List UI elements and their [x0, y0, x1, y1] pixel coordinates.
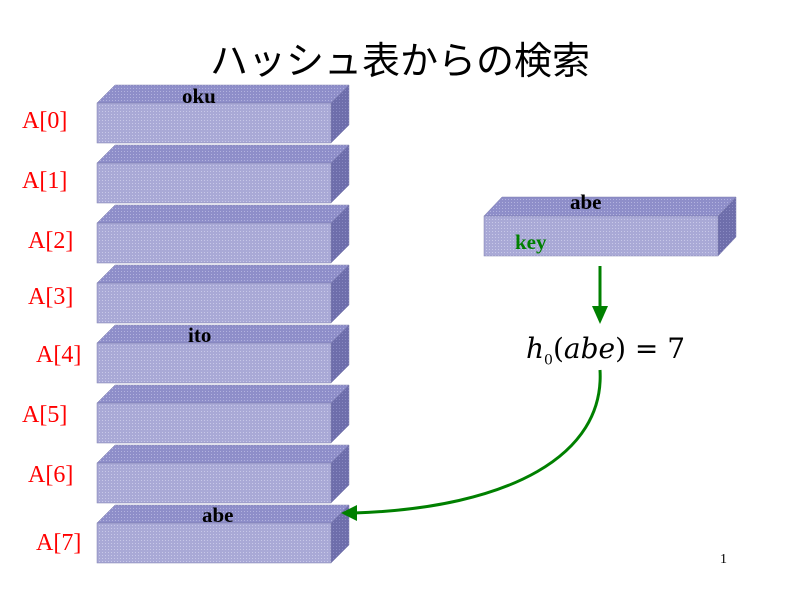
- slot-box-3: [96, 264, 350, 324]
- slot-box-6: [96, 444, 350, 504]
- formula-func: h: [526, 332, 545, 365]
- slot-content-7: abe: [202, 503, 234, 527]
- slot-content-0: oku: [182, 84, 216, 108]
- hash-arrow: [592, 266, 608, 324]
- key-label: key: [515, 230, 547, 254]
- slot-box-4: [96, 324, 350, 384]
- slot-label-0: A[0]: [22, 108, 68, 134]
- slot-label-6: A[6]: [28, 462, 74, 488]
- slot-label-3: A[3]: [28, 284, 74, 310]
- slot-label-5: A[5]: [22, 402, 68, 428]
- key-box: [483, 196, 737, 257]
- slot-box-1: [96, 144, 350, 204]
- slot-box-7: [96, 504, 350, 564]
- slot-label-2: A[2]: [28, 228, 74, 254]
- slot-box-0: [96, 84, 350, 144]
- formula-result: 7: [667, 332, 686, 365]
- formula-subscript: 0: [544, 352, 553, 369]
- lookup-arrow: [341, 369, 602, 521]
- slot-label-7: A[7]: [36, 530, 82, 556]
- hash-formula: h0(abe) = 7: [526, 332, 686, 369]
- slot-content-4: ito: [188, 323, 212, 347]
- slot-box-5: [96, 384, 350, 444]
- slot-box-2: [96, 204, 350, 264]
- slot-label-4: A[4]: [36, 342, 82, 368]
- formula-arg: abe: [563, 332, 616, 365]
- slide-title: ハッシュ表からの検索: [209, 39, 590, 83]
- key-value: abe: [570, 190, 602, 214]
- slot-label-1: A[1]: [22, 168, 68, 194]
- page-number: 1: [720, 552, 727, 567]
